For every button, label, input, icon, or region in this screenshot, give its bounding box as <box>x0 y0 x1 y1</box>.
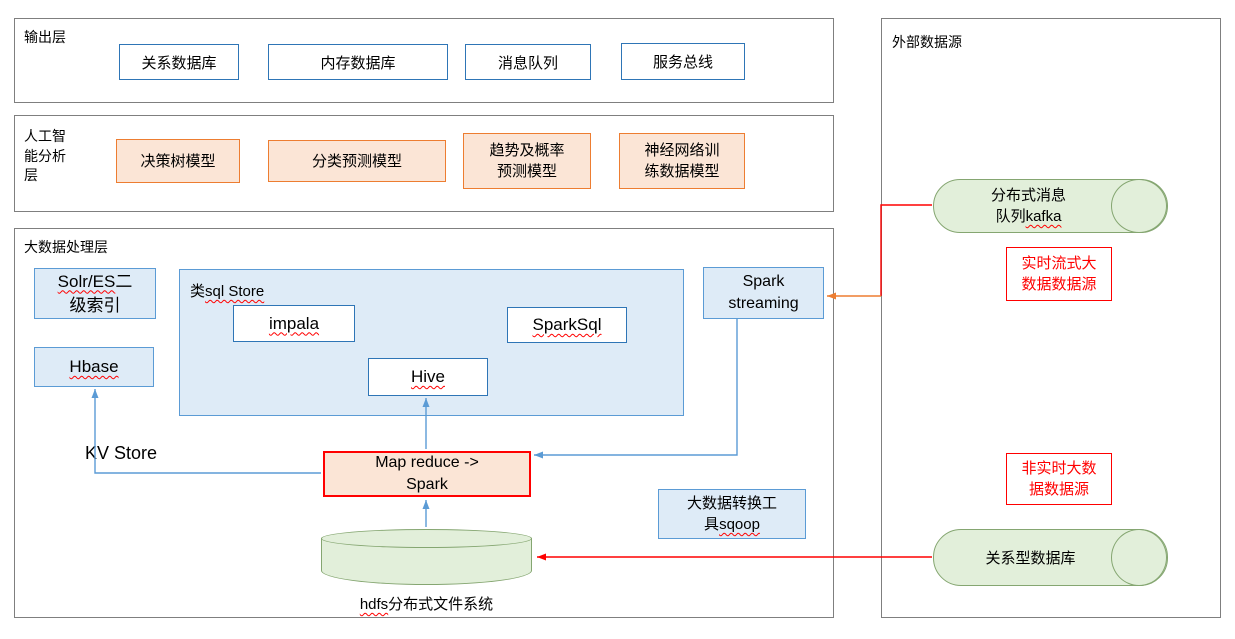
spark-streaming-label-line2: streaming <box>728 295 799 312</box>
memory-db-box: 内存数据库 <box>268 44 448 80</box>
neural-network-model-label-line2: 练数据模型 <box>644 163 720 180</box>
sqoop-label-line2: 具sqoop <box>704 516 760 533</box>
sql-store-panel: 类sql Store impala SparkSql Hive <box>179 269 684 416</box>
sql-store-label: 类sql Store <box>190 283 265 300</box>
kafka-cylinder: 分布式消息 队列kafka <box>933 179 1168 233</box>
hdfs-label-en: hdfs <box>359 596 389 613</box>
processing-layer-panel: 大数据处理层 Solr/ES二 级索引 Hbase 类sql Store imp… <box>14 228 834 618</box>
sparksql-box: SparkSql <box>507 307 627 343</box>
hive-label: Hive <box>410 367 445 386</box>
relational-db-box: 关系数据库 <box>119 44 239 80</box>
hdfs-cylinder-top <box>321 529 532 548</box>
hdfs-cylinder <box>321 529 532 585</box>
spark-streaming-label-line1: Spark <box>742 272 785 290</box>
kafka-label-line2: 队列kafka <box>995 208 1062 225</box>
decision-tree-model-label: 决策树模型 <box>140 152 216 170</box>
external-sources-panel: 外部数据源 分布式消息 队列kafka 实时流式大 数据数据源 非实时大数 据数… <box>881 18 1221 618</box>
relational-source-cylinder: 关系型数据库 <box>933 529 1168 586</box>
sqoop-label-line1: 大数据转换工 <box>686 495 777 512</box>
kafka-cylinder-cap <box>1111 179 1167 233</box>
map-reduce-spark-box: Map reduce -> Spark <box>323 451 531 497</box>
service-bus-box: 服务总线 <box>621 43 745 80</box>
decision-tree-model-box: 决策树模型 <box>116 139 240 183</box>
processing-layer-title: 大数据处理层 <box>24 239 108 255</box>
trend-probability-model-label-line2: 预测模型 <box>496 163 557 180</box>
solr-es-index-box: Solr/ES二 级索引 <box>34 268 156 319</box>
message-queue-label: 消息队列 <box>497 54 558 72</box>
batch-source-label-line2: 据数据源 <box>1028 481 1089 498</box>
map-reduce-label-line2: Spark <box>406 476 448 493</box>
realtime-source-label-line2: 数据数据源 <box>1021 276 1097 293</box>
trend-probability-model-box: 趋势及概率 预测模型 <box>463 133 591 189</box>
solr-es-index-label-line1: Solr/ES二 <box>57 271 133 291</box>
hive-box: Hive <box>368 358 488 396</box>
neural-network-model-box: 神经网络训 练数据模型 <box>619 133 745 189</box>
trend-probability-model-label-line1: 趋势及概率 <box>489 142 565 159</box>
memory-db-label: 内存数据库 <box>320 54 396 72</box>
ai-layer-title-line1: 人工智 <box>24 128 66 144</box>
sqoop-box: 大数据转换工 具sqoop <box>658 489 806 539</box>
relational-source-label: 关系型数据库 <box>985 550 1076 567</box>
hdfs-label-cn: 分布式文件系统 <box>388 596 494 613</box>
service-bus-label: 服务总线 <box>652 54 713 71</box>
ai-layer-panel: 人工智 能分析 层 决策树模型 分类预测模型 趋势及概率 预测模型 神经网络训 … <box>14 115 834 212</box>
classification-model-label: 分类预测模型 <box>311 152 402 170</box>
output-layer-panel: 输出层 关系数据库 内存数据库 消息队列 服务总线 <box>14 18 834 103</box>
batch-source-box: 非实时大数 据数据源 <box>1006 453 1112 505</box>
neural-network-model-label-line1: 神经网络训 <box>644 142 720 159</box>
output-layer-title: 输出层 <box>24 29 66 45</box>
batch-source-label-line1: 非实时大数 <box>1021 460 1097 477</box>
message-queue-box: 消息队列 <box>465 44 591 80</box>
sparksql-label: SparkSql <box>532 315 602 334</box>
map-reduce-label-line1: Map reduce -> <box>375 453 479 471</box>
kv-store-label: KV Store <box>85 443 158 463</box>
realtime-source-box: 实时流式大 数据数据源 <box>1006 247 1112 301</box>
ai-layer-title: 人工智 能分析 层 <box>24 127 66 186</box>
hdfs-label: hdfs分布式文件系统 <box>321 593 532 614</box>
ai-layer-title-line2: 能分析 <box>24 147 66 164</box>
hbase-box: Hbase <box>34 347 154 387</box>
external-sources-title: 外部数据源 <box>892 34 962 50</box>
ai-layer-title-line3: 层 <box>24 167 38 184</box>
solr-es-index-label-line2: 级索引 <box>69 295 121 315</box>
classification-model-box: 分类预测模型 <box>268 140 446 182</box>
impala-box: impala <box>233 305 355 342</box>
kafka-label: 分布式消息 队列kafka <box>934 180 1167 232</box>
spark-streaming-box: Spark streaming <box>703 267 824 319</box>
relational-source-cylinder-cap <box>1111 529 1167 586</box>
kafka-label-line1: 分布式消息 <box>990 187 1066 204</box>
impala-label: impala <box>268 313 320 333</box>
relational-db-label: 关系数据库 <box>141 54 217 72</box>
hbase-label: Hbase <box>69 357 119 376</box>
realtime-source-label-line1: 实时流式大 <box>1021 255 1097 272</box>
